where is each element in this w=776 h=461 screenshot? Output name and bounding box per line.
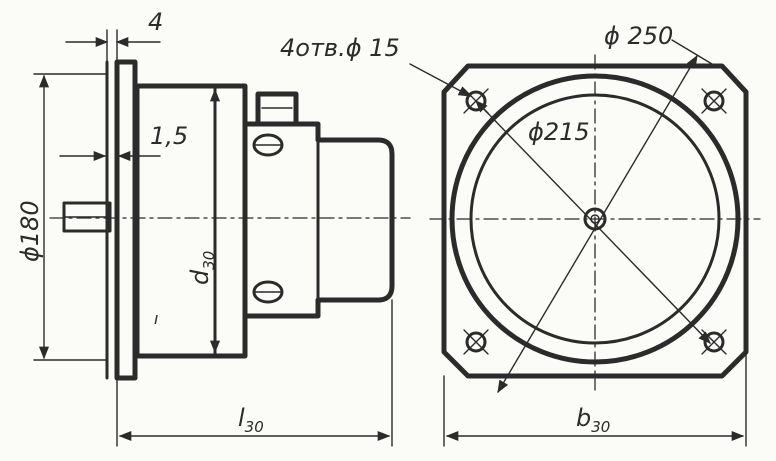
mounting-hole-tl [463,88,489,114]
dim-body-diameter: d30 [186,251,218,285]
holes-note: 4отв.ϕ 15 [280,34,400,62]
bolt-circle-diameter: ϕ215 [528,118,590,146]
front-view: 4отв.ϕ 15 ϕ215 ϕ 250 b30 [280,22,761,447]
dim-gap: 1,5 [150,122,188,150]
side-view: 4 1,5 ı ϕ180 d30 l30 [16,8,411,447]
top-fitting [255,91,299,127]
mark-i: ı [154,309,158,328]
outer-diameter: ϕ 250 [604,22,673,50]
holes-leader [409,63,472,97]
square-flange [441,63,749,379]
dim-flange-diameter: ϕ180 [16,200,44,262]
terminal-box [242,121,395,319]
dim-width: b30 [576,404,610,436]
mounting-hole-tr [701,88,727,114]
diag-outer [497,54,698,394]
motor-body [134,83,248,359]
dim-flange-thickness: 4 [148,8,163,36]
mounting-hole-br [701,329,727,355]
diag-hole-circle [475,100,711,344]
dim-length: l30 [238,404,264,436]
mounting-hole-bl [463,329,489,355]
flange-plate [114,59,138,381]
